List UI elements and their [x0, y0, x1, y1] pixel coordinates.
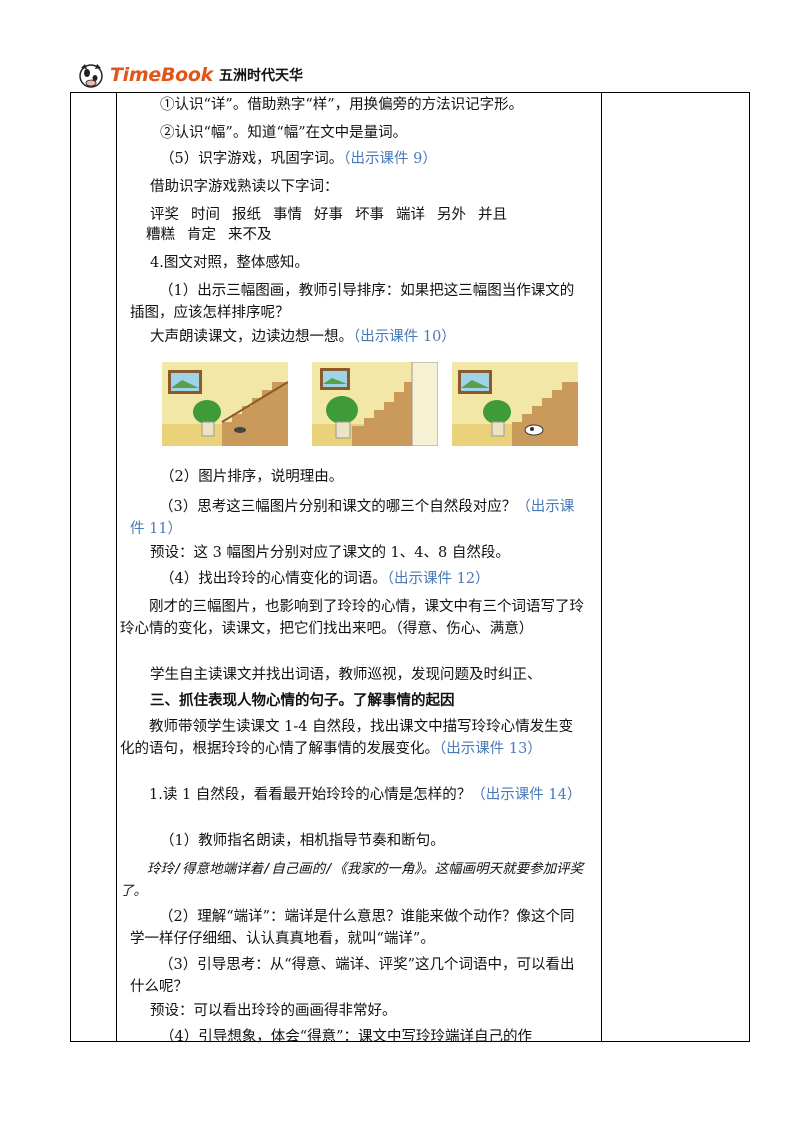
line-picture-compare: 4.图文对照，整体感知。 [150, 255, 309, 271]
brand-name: TimeBook [110, 64, 213, 86]
line-recognize-xiang: ①认识“详”。借助熟字“样”，用换偏旁的方法识记字形。 [160, 97, 524, 113]
word: 事情 [273, 207, 302, 223]
line-preset-1: 预设：这 3 幅图片分别对应了课文的 1、4、8 自然段。 [150, 545, 510, 561]
line-text: 大声朗读课文，边读边想一想。 [150, 329, 353, 345]
word-list-2: 糟糕肯定来不及 [146, 224, 586, 246]
slide-ref: （出示课件 11） [130, 499, 575, 537]
slide-ref: （出示课件 12） [386, 571, 490, 587]
table-column-divider-right [601, 92, 602, 1041]
line-find-words: （4）找出玲玲的心情变化的词语。（出示课件 12） [160, 568, 600, 590]
line-text: 1.读 1 自然段，看看最开始玲玲的心情是怎样的？ [149, 787, 472, 803]
word: 好事 [314, 207, 343, 223]
line-think-paragraphs: （3）思考这三幅图片分别和课文的哪三个自然段对应？（出示课件 11） [130, 496, 586, 540]
slide-ref: （出示课件 9） [343, 151, 437, 167]
word: 端详 [396, 207, 425, 223]
word: 糟糕 [146, 227, 175, 243]
table-column-divider-left [116, 92, 117, 1041]
word: 时间 [191, 207, 220, 223]
brand-name-cn: 五洲时代天华 [218, 68, 303, 84]
illustration-2 [312, 362, 438, 446]
line-text: （3）思考这三幅图片分别和课文的哪三个自然段对应？ [159, 499, 517, 515]
line-text: （5）识字游戏，巩固字词。 [160, 151, 344, 167]
page-header: TimeBook 五洲时代天华 [76, 58, 303, 92]
line-teacher-lead: 教师带领学生读课文 1-4 自然段，找出课文中描写玲玲心情发生变化的语句，根据玲… [120, 716, 586, 760]
line-text: （4）找出玲玲的心情变化的词语。 [160, 571, 387, 587]
word: 坏事 [355, 207, 384, 223]
line-guide-think: （3）引导思考：从“得意、端详、评奖”这几个词语中，可以看出什么呢？ [130, 957, 575, 995]
line-mood-words: 刚才的三幅图片，也影响到了玲玲的心情，课文中有三个词语写了玲玲心情的变化，读课文… [120, 599, 584, 637]
lesson-table [70, 92, 750, 1042]
word: 报纸 [232, 207, 261, 223]
line-text-quote: 玲玲/得意地端详着/自己画的/《我家的一角》。这幅画明天就要参加评奖了。 [120, 861, 584, 899]
word: 来不及 [228, 227, 272, 243]
line-show-pictures: （1）出示三幅图画，教师引导排序：如果把这三幅图当作课文的插图，应该怎样排序呢？ [130, 283, 575, 321]
line-preset-2: 预设：可以看出玲玲的画画得非常好。 [150, 1003, 397, 1019]
line-word-game: （5）识字游戏，巩固字词。（出示课件 9） [160, 148, 600, 170]
line-imagine: （4）引导想象，体会“得意”：课文中写玲玲端详自己的作 [160, 1029, 533, 1045]
slide-ref: （出示课件 10） [353, 329, 456, 345]
word: 肯定 [187, 227, 216, 243]
line-read-aloud-guide: （1）教师指名朗读，相机指导节奏和断句。 [160, 833, 445, 849]
line-understand-duanxiang: （2）理解“端详”：端详是什么意思？谁能来做个动作？像这个同学一样仔仔细细、认认… [130, 909, 575, 947]
word: 另外 [437, 207, 466, 223]
word: 评奖 [150, 207, 179, 223]
line-read-paragraph-1: 1.读 1 自然段，看看最开始玲玲的心情是怎样的？（出示课件 14） [120, 784, 586, 806]
word-list: 评奖时间报纸事情好事坏事端详另外并且 [150, 204, 590, 226]
illustration-3 [452, 362, 578, 446]
cow-logo-icon [76, 60, 106, 90]
slide-ref: （出示课件 13） [439, 741, 542, 757]
slide-ref: （出示课件 14） [471, 787, 582, 803]
illustration-1 [162, 362, 288, 446]
header-divider [70, 92, 750, 93]
line-order-pictures: （2）图片排序，说明理由。 [160, 469, 344, 485]
line-recognize-fu: ②认识“幅”。知道“幅”在文中是量词。 [160, 125, 408, 141]
line-text: 教师带领学生读课文 1-4 自然段，找出课文中描写玲玲心情发生变化的语句，根据玲… [120, 719, 574, 757]
line-read-aloud: 大声朗读课文，边读边想一想。（出示课件 10） [150, 326, 590, 348]
section-heading-3: 三、抓住表现人物心情的句子。了解事情的起因 [150, 693, 455, 709]
line-self-read: 学生自主读课文并找出词语，教师巡视，发现问题及时纠正、 [150, 667, 542, 683]
word: 并且 [478, 207, 507, 223]
line-word-intro: 借助识字游戏熟读以下字词： [150, 179, 339, 195]
